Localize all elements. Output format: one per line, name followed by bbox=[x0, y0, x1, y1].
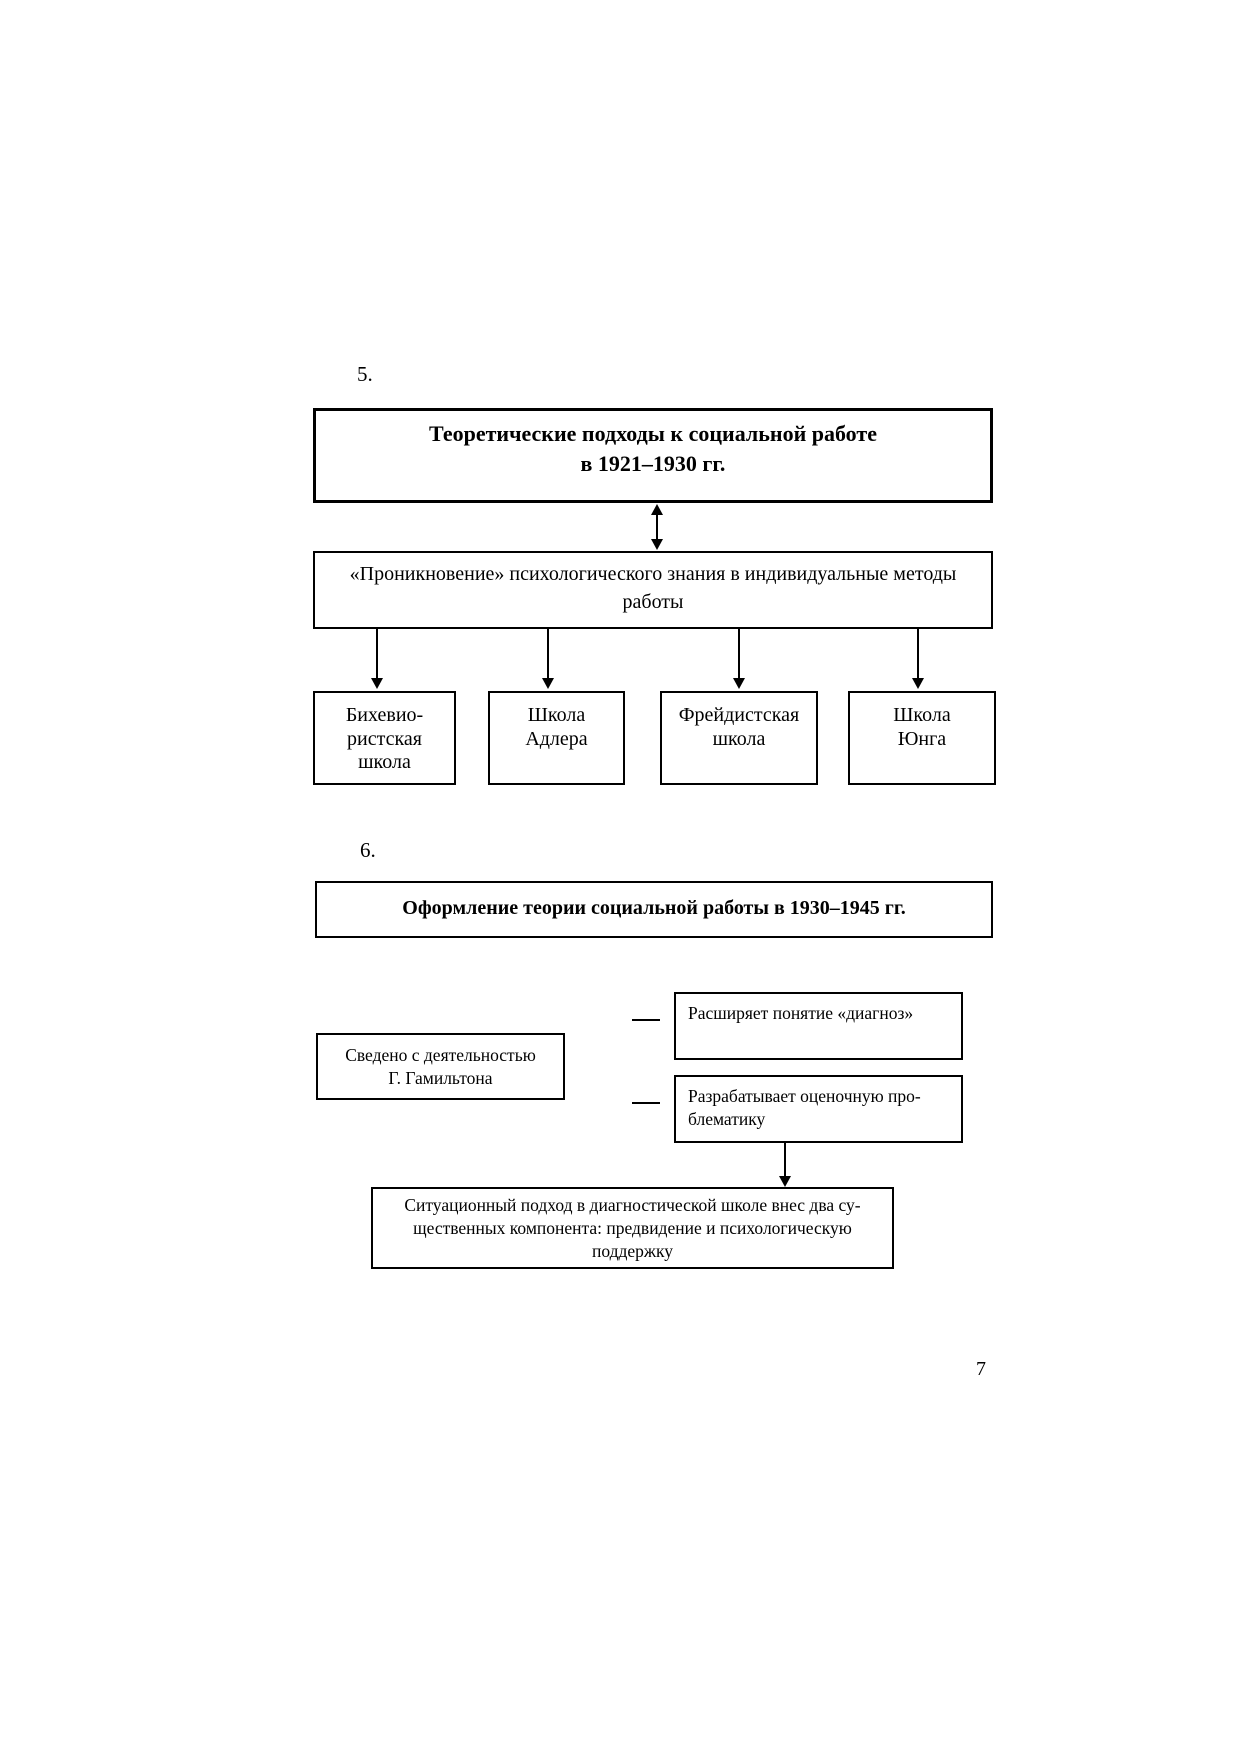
d6-evaluation-box: Разрабатывает оценочную про- блематику bbox=[674, 1075, 963, 1143]
d5-school-adler-box: Школа Адлера bbox=[488, 691, 625, 785]
arrow-shaft bbox=[738, 629, 740, 680]
connector-dash bbox=[632, 1102, 660, 1104]
arrowhead-down-icon bbox=[651, 539, 663, 550]
arrow-to-situational-box bbox=[779, 1143, 791, 1187]
d5-title-box: Теоретические подходы к социальной работ… bbox=[313, 408, 993, 503]
arrowhead-up-icon bbox=[651, 504, 663, 515]
connector-dash bbox=[632, 1019, 660, 1021]
arrowhead-down-icon bbox=[542, 678, 554, 689]
d5-penetration-box: «Проникновение» психологического знания … bbox=[313, 551, 993, 629]
arrow-to-freudian-school bbox=[733, 629, 745, 689]
d6-situational-box: Ситуационный подход в диагностической шк… bbox=[371, 1187, 894, 1269]
arrow-shaft bbox=[917, 629, 919, 680]
arrowhead-down-icon bbox=[779, 1176, 791, 1187]
d6-hamilton-box: Сведено с деятельностью Г. Гамильтона bbox=[316, 1033, 565, 1100]
page-number: 7 bbox=[976, 1358, 986, 1380]
d5-school-jung-box: Школа Юнга bbox=[848, 691, 996, 785]
d6-title-box: Оформление теории социальной работы в 19… bbox=[315, 881, 993, 938]
arrow-shaft bbox=[656, 513, 658, 541]
arrowhead-down-icon bbox=[733, 678, 745, 689]
arrow-shaft bbox=[784, 1143, 786, 1178]
arrow-to-behaviorist-school bbox=[371, 629, 383, 689]
double-headed-arrow bbox=[651, 504, 663, 550]
arrow-to-jung-school bbox=[912, 629, 924, 689]
arrowhead-down-icon bbox=[371, 678, 383, 689]
d5-school-behaviorist-box: Бихевио- ристская школа bbox=[313, 691, 456, 785]
d5-school-freudian-box: Фрейдистская школа bbox=[660, 691, 818, 785]
arrow-shaft bbox=[547, 629, 549, 680]
figure-5-number: 5. bbox=[357, 362, 373, 386]
d6-diagnosis-box: Расширяет понятие «диагноз» bbox=[674, 992, 963, 1060]
figure-6-number: 6. bbox=[360, 838, 376, 862]
arrow-shaft bbox=[376, 629, 378, 680]
arrowhead-down-icon bbox=[912, 678, 924, 689]
arrow-to-adler-school bbox=[542, 629, 554, 689]
